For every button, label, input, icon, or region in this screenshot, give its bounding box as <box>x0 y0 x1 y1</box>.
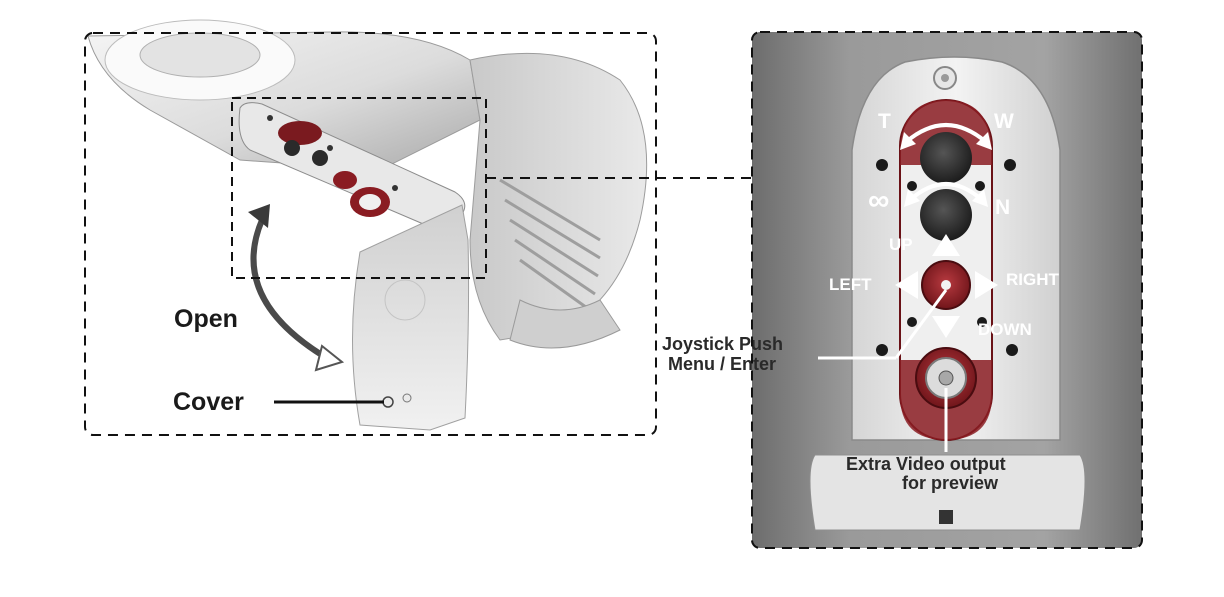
right-panel: T W ∞ N UP LEFT RIGHT DOWN Joystick Push… <box>662 31 1143 549</box>
camera-body-illustration <box>87 19 648 349</box>
joystick-label-line2: Menu / Enter <box>668 354 776 374</box>
video-output-connector[interactable] <box>915 347 977 409</box>
cover-label: Cover <box>173 388 244 416</box>
cover-flap <box>352 204 470 431</box>
right-arrow-icon <box>975 271 998 299</box>
focus-n-label: N <box>995 196 1010 219</box>
left-panel: Open Cover <box>84 19 657 436</box>
bottom-ledge <box>809 454 1086 531</box>
control-plate <box>238 102 466 230</box>
joystick-label-line1: Joystick Push <box>662 334 783 354</box>
zoom-knob[interactable] <box>920 132 972 184</box>
focus-knob[interactable] <box>920 189 972 241</box>
zoom-detail-box <box>231 97 487 279</box>
right-panel-frame <box>751 31 1143 549</box>
video-output-label-line2: for preview <box>902 473 999 493</box>
zoom-t-label: T <box>878 110 891 133</box>
open-label: Open <box>174 305 238 333</box>
open-arrow <box>247 204 345 372</box>
up-label: UP <box>889 235 913 254</box>
left-label: LEFT <box>829 275 872 294</box>
video-output-label-line1: Extra Video output <box>846 454 1006 474</box>
plate-screw-holes <box>876 159 1018 356</box>
left-panel-frame <box>84 32 657 436</box>
zoom-w-label: W <box>994 110 1014 133</box>
down-label: DOWN <box>978 320 1032 339</box>
focus-infinity-label: ∞ <box>868 184 889 217</box>
up-arrow-icon <box>932 234 960 256</box>
right-label: RIGHT <box>1006 270 1060 289</box>
focus-rotate-arrow-icon <box>904 182 988 207</box>
down-arrow-icon <box>932 316 960 338</box>
left-arrow-icon <box>895 271 918 299</box>
zoom-rotate-arrow-icon <box>900 123 992 150</box>
